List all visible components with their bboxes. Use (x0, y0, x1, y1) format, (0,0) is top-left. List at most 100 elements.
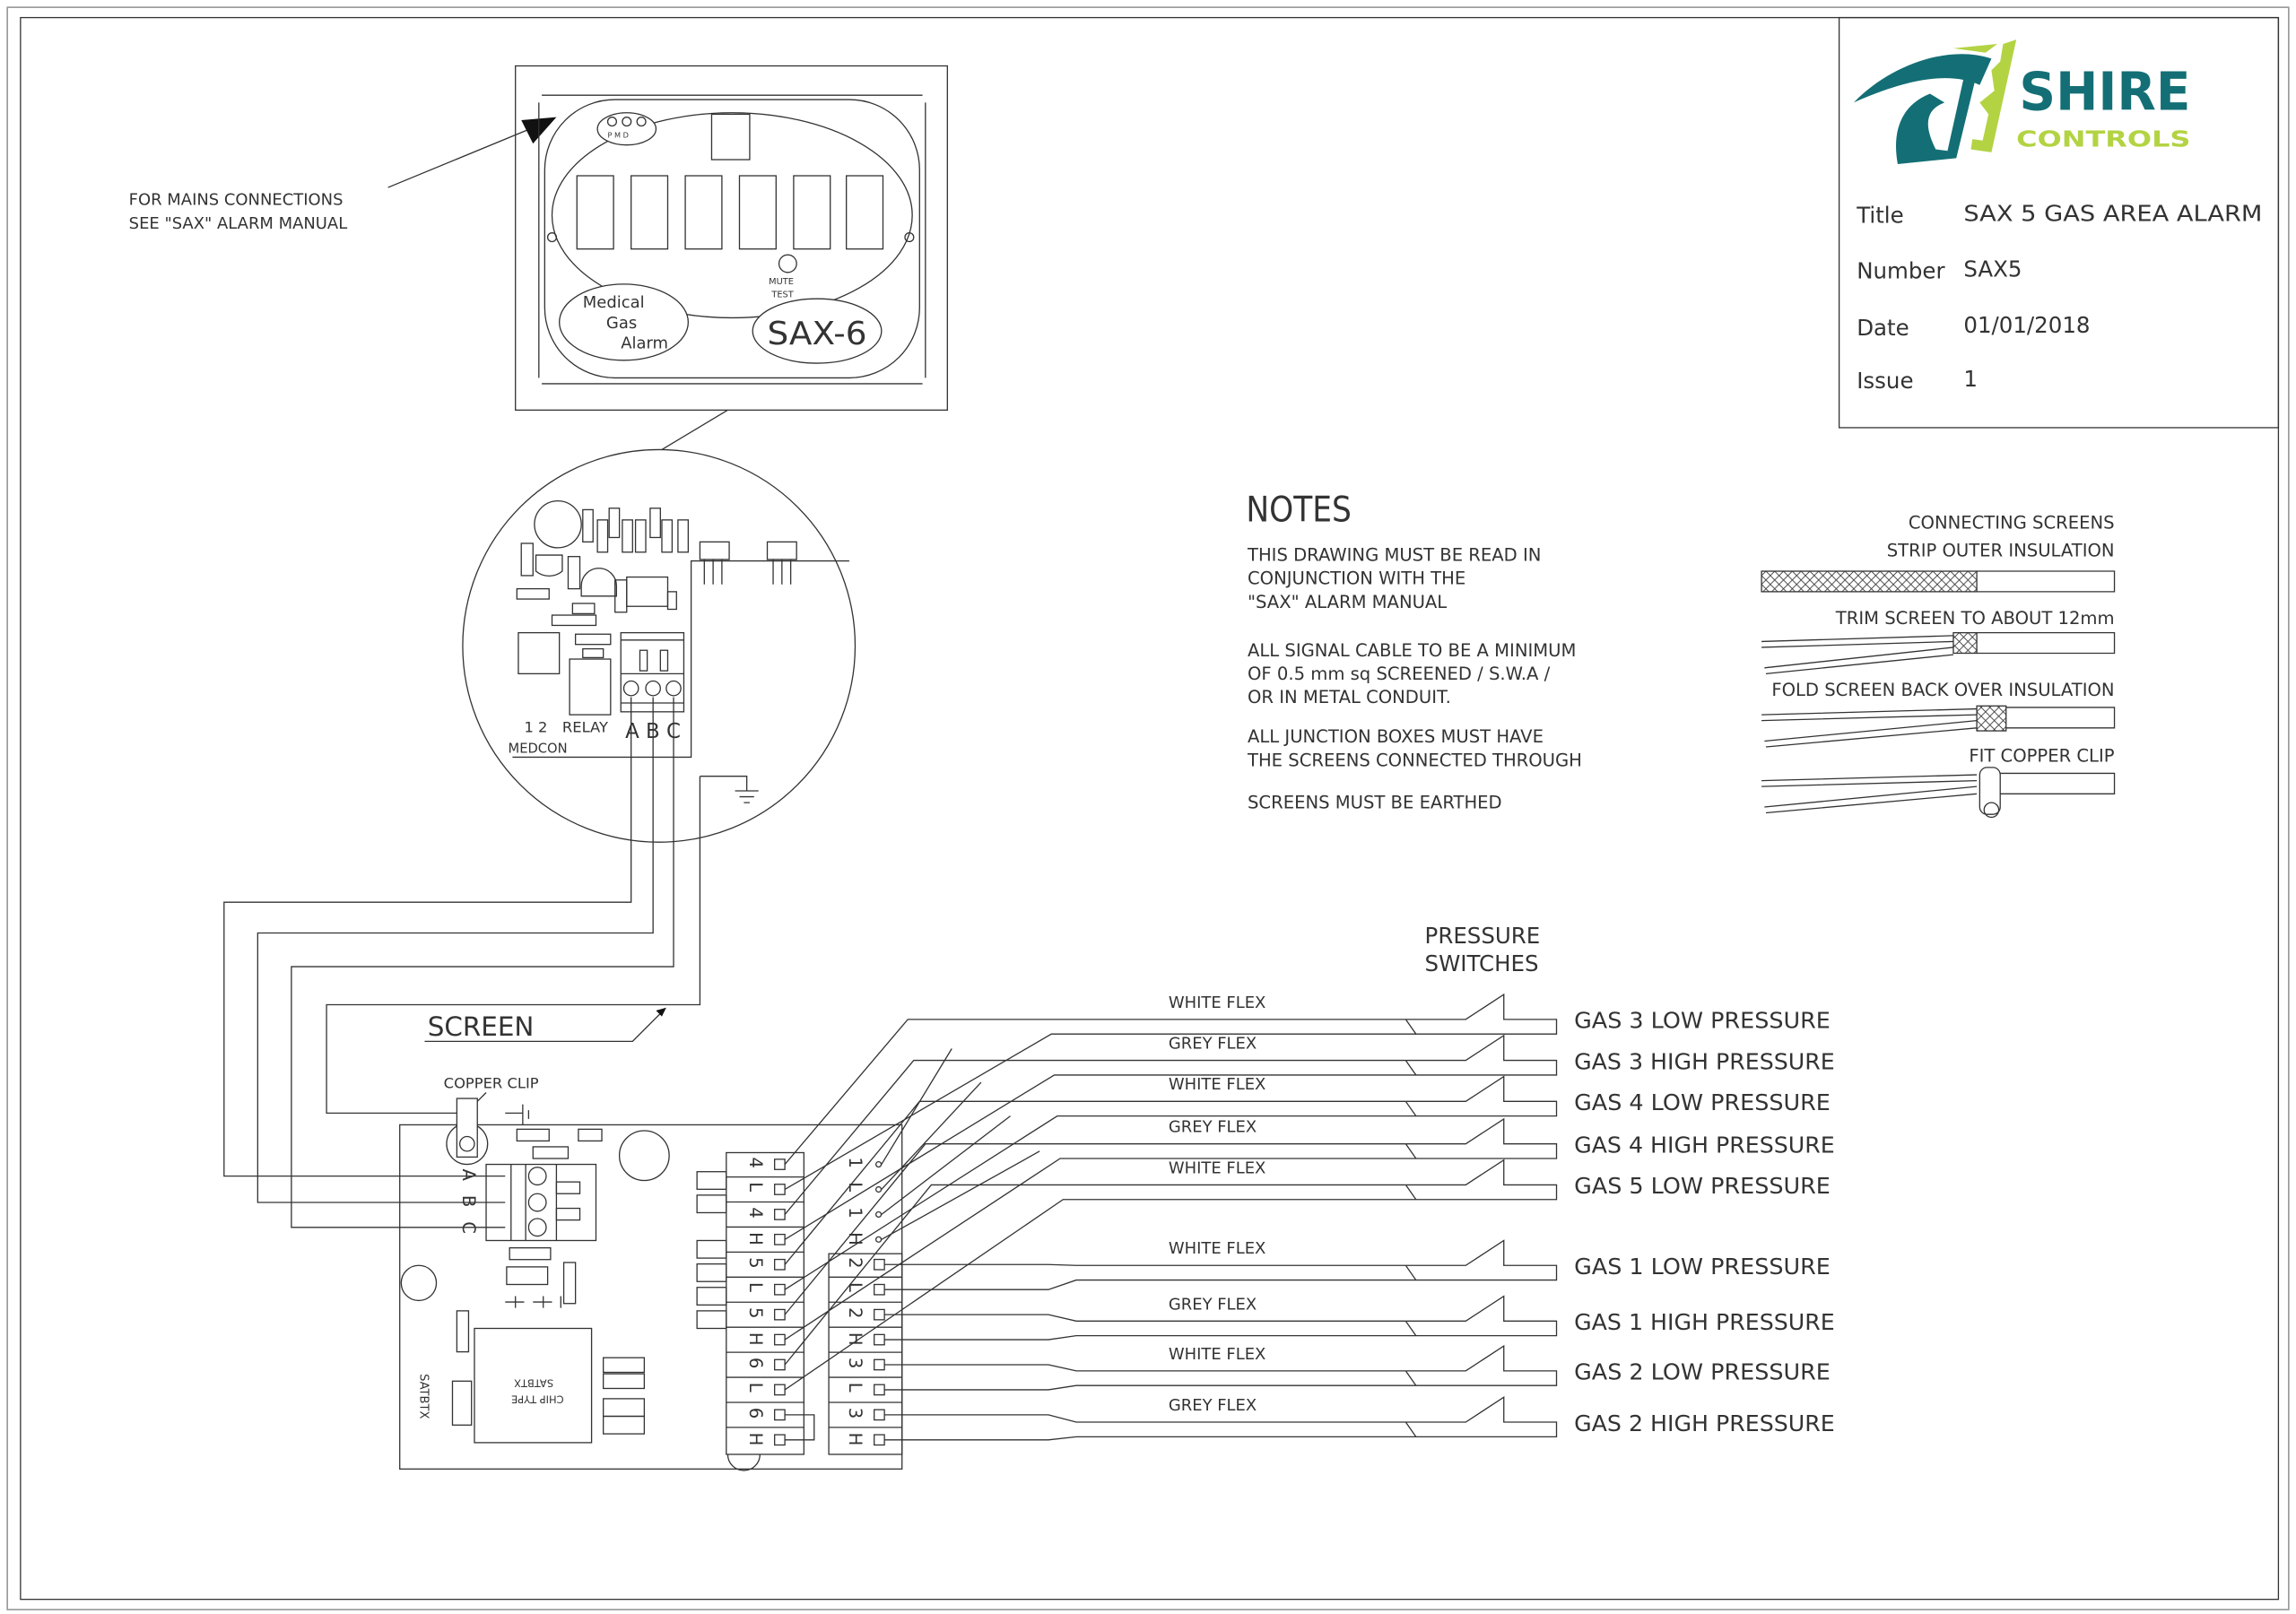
terminal-pin (774, 1158, 786, 1170)
terminal-pin (874, 1384, 885, 1396)
chip-label-1: CHIP TYPE (511, 1393, 564, 1406)
switch-contact-icon (1405, 1239, 1558, 1281)
terminal-label: L (745, 1282, 766, 1292)
signal-wire (881, 1048, 952, 1165)
terminal-pin (774, 1333, 786, 1346)
terminal-pin (875, 1236, 883, 1243)
pressure-switch-label: GAS 5 LOW PRESSURE (1574, 1173, 1831, 1199)
note-line: CONJUNCTION WITH THE (1248, 568, 1465, 589)
screw-icon (546, 232, 558, 243)
pressure-switch-label: GAS 2 LOW PRESSURE (1574, 1359, 1831, 1385)
signal-wire (881, 1081, 982, 1190)
switch-contact-icon (1405, 1295, 1558, 1337)
terminal-pin (774, 1233, 786, 1245)
terminal-label: 6 (745, 1408, 766, 1419)
pressure-switch: WHITE FLEX GAS 3 LOW PRESSURE (1169, 994, 1831, 1035)
signal-wire (884, 1384, 1416, 1391)
note-line: THIS DRAWING MUST BE READ IN (1247, 545, 1541, 566)
terminal-label: L (845, 1282, 865, 1292)
brand-alarm: Alarm (621, 334, 668, 353)
terminal-pin (874, 1258, 885, 1271)
earth-icon (700, 776, 759, 803)
wire-type-label: WHITE FLEX (1169, 1345, 1266, 1364)
logo-shire: SHIRE (2019, 60, 2190, 122)
medcon-label: MEDCON (509, 742, 568, 757)
signal-wire (884, 1436, 1416, 1441)
terminal-pin (774, 1358, 786, 1371)
switch-contact-icon (1405, 1344, 1558, 1386)
wire-type-label: GREY FLEX (1169, 1035, 1257, 1054)
title-block: SHIRE CONTROLS Title SAX 5 GAS AREA ALAR… (1838, 16, 2280, 429)
terminal-pin (774, 1434, 786, 1446)
pressure-switch: WHITE FLEX GAS 2 LOW PRESSURE (1169, 1344, 1831, 1386)
terminal-pin (874, 1283, 885, 1296)
terminal-label: L (845, 1383, 865, 1393)
pressure-switch: WHITE FLEX GAS 5 LOW PRESSURE (1169, 1158, 1831, 1201)
copper-clip-label: COPPER CLIP (444, 1075, 539, 1092)
pressure-switches-heading-2: SWITCHES (1425, 950, 1539, 976)
screw-icon (1983, 802, 2000, 819)
mute-label: MUTE (769, 277, 794, 287)
relay-board-detail: 1 2 RELAY MEDCON A B C (462, 448, 857, 843)
pressure-switch-label: GAS 3 LOW PRESSURE (1574, 1008, 1831, 1034)
terminal-pin (874, 1333, 885, 1346)
terminal-label: 6 (745, 1358, 766, 1368)
switch-contact-icon (1405, 1075, 1558, 1117)
terminal-pin (874, 1358, 885, 1371)
terminal-block-2 (828, 1253, 903, 1455)
terminal-pin (774, 1258, 786, 1271)
terminal-pin (875, 1160, 883, 1168)
terminal-pin (774, 1384, 786, 1396)
terminal-label: 5 (745, 1307, 766, 1318)
terminal-label: H (745, 1332, 766, 1346)
terminal-label: 3 (845, 1358, 865, 1368)
screen-label: SCREEN (428, 1011, 535, 1042)
pressure-switch-label: GAS 4 HIGH PRESSURE (1574, 1132, 1835, 1158)
jumper-link (785, 1414, 815, 1441)
terminal-label: 3 (845, 1408, 865, 1419)
notes-heading: NOTES (1246, 490, 1352, 530)
terminal-label: H (745, 1433, 766, 1446)
wire-type-label: GREY FLEX (1169, 1118, 1257, 1137)
signal-wire (784, 1059, 1406, 1215)
note-line: "SAX" ALARM MANUAL (1248, 592, 1447, 612)
arrow-head-icon (656, 1007, 666, 1017)
switch-contact-icon (1405, 1034, 1558, 1076)
terminal-label: 2 (845, 1257, 865, 1268)
signal-wire (884, 1314, 1406, 1322)
note-line: OR IN METAL CONDUIT. (1248, 687, 1451, 707)
sheet-inner-border (20, 16, 2280, 1601)
signal-wire (884, 1279, 1416, 1290)
signal-wire (784, 1074, 1416, 1240)
shire-controls-logo: SHIRE CONTROLS (1853, 39, 2190, 164)
switch-contact-icon (1405, 1117, 1558, 1159)
mute-test-button[interactable] (778, 254, 797, 273)
issue-label: Issue (1857, 368, 1913, 394)
pressure-switch-list: WHITE FLEX GAS 3 LOW PRESSURE GREY FLEX GAS… (1169, 994, 1835, 1438)
terminal-c-label: C (458, 1221, 479, 1234)
terminal-label: 1 (845, 1207, 865, 1218)
terminal-pin (874, 1308, 885, 1321)
logo-controls: CONTROLS (2016, 126, 2190, 152)
signal-wire (784, 1199, 1416, 1391)
signal-wire (784, 1158, 1416, 1341)
wire-type-label: WHITE FLEX (1169, 1158, 1266, 1177)
alarm-faceplate: P M D MUTE TEST Medical Gas Alarm SAX-6 (515, 65, 948, 412)
signal-wire (884, 1263, 1406, 1266)
mains-note-line2: SEE "SAX" ALARM MANUAL (129, 214, 348, 233)
mains-note-line1: FOR MAINS CONNECTIONS (129, 191, 344, 210)
model-label: SAX-6 (768, 316, 867, 352)
pressure-switch-label: GAS 3 HIGH PRESSURE (1574, 1048, 1835, 1074)
pressure-switch: GREY FLEX GAS 3 HIGH PRESSURE (1169, 1034, 1835, 1076)
step-fold: FOLD SCREEN BACK OVER INSULATION (1771, 680, 2114, 700)
step-trim: TRIM SCREEN TO ABOUT 12mm (1835, 608, 2115, 629)
terminal-pin (874, 1409, 885, 1421)
wire-type-label: WHITE FLEX (1169, 994, 1266, 1012)
signal-wire (881, 1115, 1011, 1215)
wire-type-label: WHITE FLEX (1169, 1075, 1266, 1094)
earth-icon (505, 1104, 530, 1125)
terminal-label: L (845, 1182, 865, 1192)
